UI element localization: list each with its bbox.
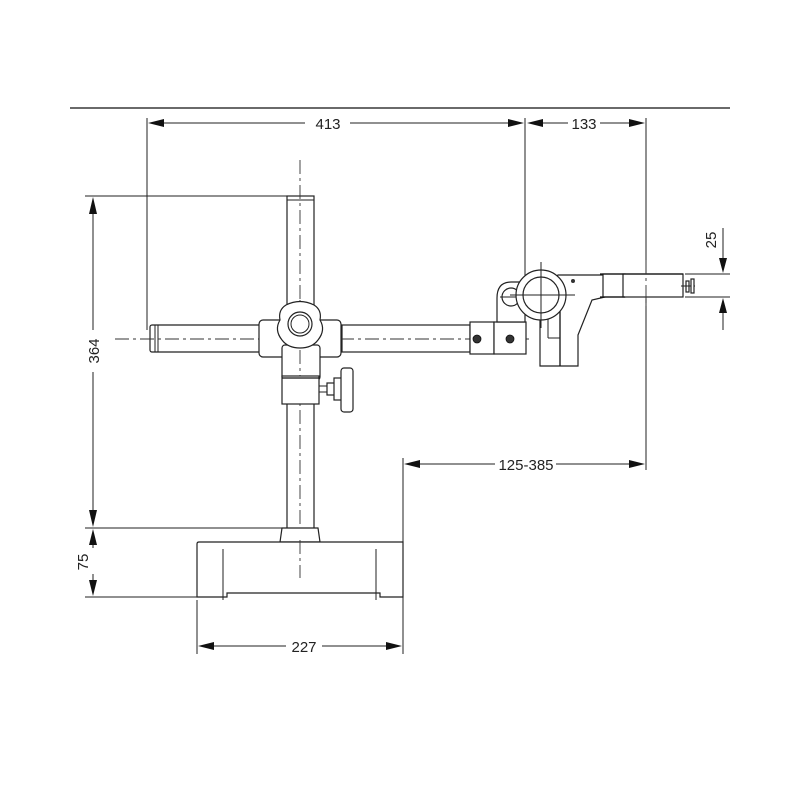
dimension-holder-thickness: 25: [685, 228, 730, 330]
dim-label-75: 75: [75, 554, 92, 571]
vertical-column: [286, 160, 315, 580]
height-stop-collar: [281, 375, 320, 405]
collar-lock-knob: [319, 367, 354, 413]
dim-label-413: 413: [315, 116, 340, 133]
dimension-column-height: 364: [85, 195, 290, 529]
focus-holder-ring: [510, 262, 575, 328]
dimension-arm-length: 413: [146, 116, 526, 330]
holder-fork-arm: [600, 260, 695, 310]
dim-label-227: 227: [291, 639, 316, 656]
dimension-reach-range: 125-385: [404, 457, 645, 474]
dim-label-125-385: 125-385: [498, 457, 553, 474]
horizontal-arm: [115, 324, 530, 353]
base-plate: [196, 527, 404, 600]
arm-end-clamp: [469, 321, 527, 355]
clamp-knob: [276, 300, 324, 349]
dim-label-364: 364: [86, 338, 103, 363]
dim-label-25: 25: [703, 232, 720, 249]
dim-label-133: 133: [571, 116, 596, 133]
dimension-base-height: 75: [75, 529, 197, 598]
